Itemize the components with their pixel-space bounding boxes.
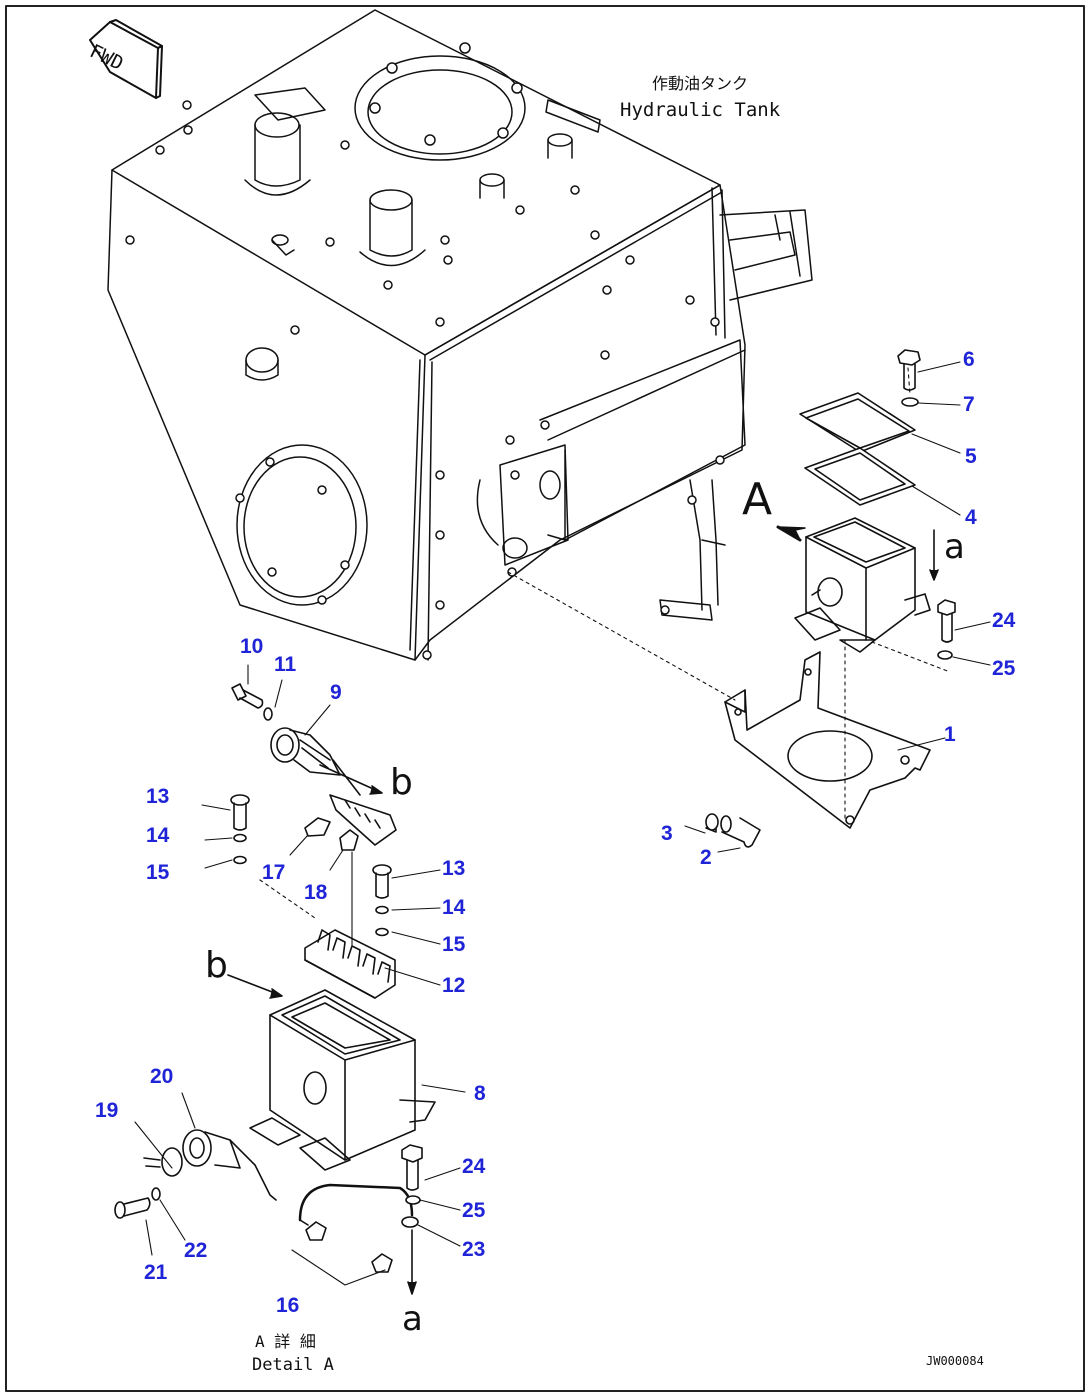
fwd-arrow-icon xyxy=(89,19,163,99)
arrow-b-icon xyxy=(319,764,381,793)
terminal-17 xyxy=(304,817,331,837)
callout-8: 8 xyxy=(474,1082,486,1105)
view-letter-b-bottom: b xyxy=(205,945,228,986)
callout-23: 23 xyxy=(462,1238,486,1261)
callout-15-right: 15 xyxy=(442,933,466,956)
callout-15-left: 15 xyxy=(146,861,170,884)
view-letter-a-bottom: a xyxy=(402,1299,423,1339)
callout-4: 4 xyxy=(965,506,977,529)
callout-6: 6 xyxy=(963,348,975,371)
callout-13-right: 13 xyxy=(442,857,466,880)
bracket-1 xyxy=(724,651,931,829)
callout-13-left: 13 xyxy=(146,785,170,808)
callout-2: 2 xyxy=(700,846,712,869)
view-letter-b-top: b xyxy=(390,762,413,803)
bolt-13-right xyxy=(372,864,392,899)
callout-25-lower: 25 xyxy=(462,1199,486,1222)
callout-24-lower: 24 xyxy=(462,1155,486,1178)
view-letter-a-top: a xyxy=(944,527,965,567)
callout-24-upper: 24 xyxy=(992,609,1016,632)
callout-19: 19 xyxy=(95,1099,119,1122)
callout-18: 18 xyxy=(304,881,328,904)
bolt-24-upper xyxy=(937,599,956,643)
callout-12: 12 xyxy=(442,974,466,997)
box-a xyxy=(794,517,931,653)
frame-border xyxy=(5,5,1085,1392)
callout-5: 5 xyxy=(965,445,977,468)
callout-9: 9 xyxy=(330,681,342,704)
cap-19 xyxy=(161,1147,183,1177)
terminal-23-end xyxy=(401,1216,419,1228)
washer-14-right xyxy=(375,905,389,915)
callout-7: 7 xyxy=(963,393,975,416)
tank-label-jp: 作動油タンク xyxy=(652,74,749,93)
terminal-block-12 xyxy=(304,929,396,999)
callout-14-right: 14 xyxy=(442,896,466,919)
box-8 xyxy=(249,989,436,1171)
connector-20 xyxy=(143,1129,277,1201)
nut-16b xyxy=(371,1253,393,1273)
bolt-2 xyxy=(720,815,761,848)
arrow-b-lower-icon xyxy=(227,974,281,996)
view-letter-A: A xyxy=(742,474,773,525)
callout-14-left: 14 xyxy=(146,824,170,847)
washer-15-left xyxy=(233,855,247,865)
callout-3: 3 xyxy=(661,822,673,845)
tank-label-en: Hydraulic Tank xyxy=(620,99,781,121)
washer-14-left xyxy=(233,833,247,843)
washer-25-lower xyxy=(405,1195,421,1205)
cable-23 xyxy=(298,1183,414,1222)
callout-20: 20 xyxy=(150,1065,174,1088)
terminal-18 xyxy=(339,829,359,851)
detail-label-en: Detail A xyxy=(252,1355,334,1375)
connector-9 xyxy=(270,727,397,846)
callout-1: 1 xyxy=(944,723,956,746)
nut-16a xyxy=(305,1221,327,1241)
callout-17: 17 xyxy=(262,861,286,884)
bolt-10 xyxy=(231,683,264,709)
washer-25-upper xyxy=(937,650,953,660)
callout-21: 21 xyxy=(144,1261,168,1284)
callout-11: 11 xyxy=(274,653,297,676)
cover-5 xyxy=(799,392,916,453)
bolt-13-left xyxy=(230,794,250,831)
callout-16: 16 xyxy=(276,1294,300,1317)
detail-label-jp: A 詳 細 xyxy=(255,1332,316,1351)
bolt-21 xyxy=(114,1197,151,1219)
gasket-4 xyxy=(804,447,916,506)
washer-7 xyxy=(901,397,919,407)
washer-22 xyxy=(151,1187,161,1201)
drawing-code: JW000084 xyxy=(926,1354,984,1368)
callout-10: 10 xyxy=(240,635,264,658)
callout-22: 22 xyxy=(184,1239,208,1262)
hydraulic-tank xyxy=(107,9,813,661)
callout-25-upper: 25 xyxy=(992,657,1016,680)
washer-15-right xyxy=(375,927,389,937)
washer-11 xyxy=(263,707,273,721)
bolt-24-lower xyxy=(401,1144,423,1191)
